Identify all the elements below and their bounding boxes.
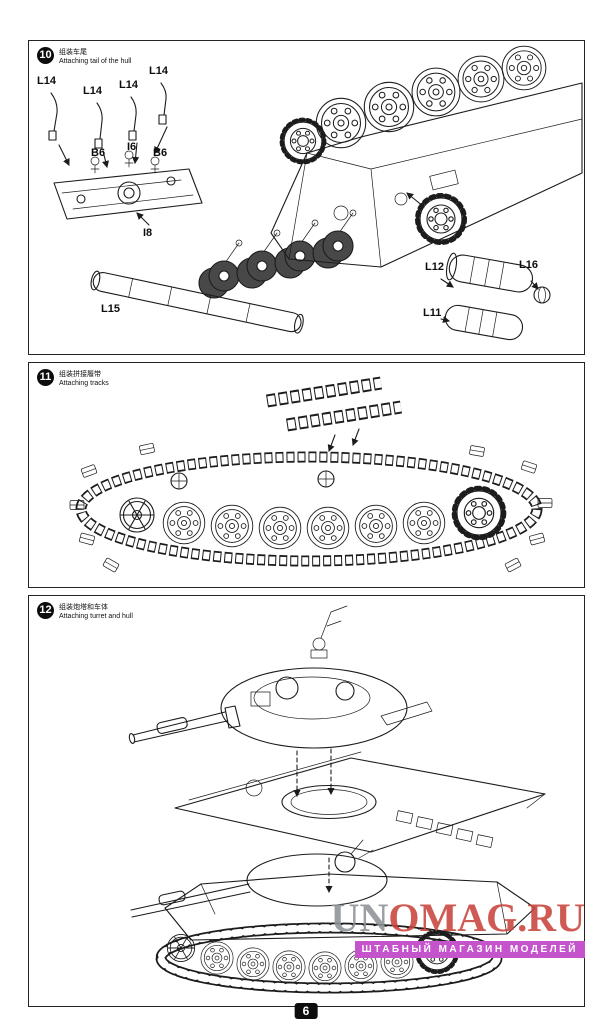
watermark-part-un: UN (330, 895, 389, 940)
step-11-header: 11 组装拼接履带 Attaching tracks (37, 369, 109, 388)
hull-rear-drawing (270, 45, 583, 268)
step-11-panel: 11 组装拼接履带 Attaching tracks (28, 362, 585, 588)
part-label-l15: L15 (101, 303, 120, 315)
watermark-subtitle: ШТАБНЫЙ МАГАЗИН МОДЕЛЕЙ (354, 941, 585, 958)
part-label-b6-2: B6 (153, 147, 168, 159)
step-12-panel: 12 组装炮塔和车体 Attaching turret and hull (28, 595, 585, 1007)
step-titles: 组装拼接履带 Attaching tracks (59, 369, 109, 388)
step-title-cn: 组装拼接履带 (59, 371, 101, 378)
fuel-drum-drawing (440, 252, 551, 341)
watermark-shield-o: O (388, 895, 420, 940)
watermark: UNOMAG.RU ШТАБНЫЙ МАГАЗИН МОДЕЛЕЙ (285, 898, 585, 958)
part-label-l12: L12 (425, 261, 444, 273)
part-label-l14-1: L14 (37, 75, 56, 87)
turret-drawing (128, 667, 433, 798)
rear-plate-i8-drawing (53, 168, 203, 226)
loose-links-drawing (69, 442, 553, 573)
watermark-title: UNOMAG.RU (285, 898, 585, 938)
track-ring-drawing (75, 451, 543, 567)
step-number-badge: 10 (37, 47, 54, 64)
track-strips-drawing (265, 376, 403, 453)
roadwheel-pairs-drawing (198, 209, 357, 299)
step-title-en: Attaching tail of the hull (59, 58, 132, 65)
step-title-en: Attaching turret and hull (59, 613, 133, 620)
step-10-illustration (48, 45, 583, 341)
small-parts-b6-i6-drawing (90, 150, 160, 174)
part-label-l14-3: L14 (119, 79, 138, 91)
part-label-b6-1: B6 (91, 147, 106, 159)
step-titles: 组装车尾 Attaching tail of the hull (59, 47, 131, 66)
watermark-part-magru: MAG.RU (419, 895, 585, 940)
part-label-l14-2: L14 (83, 85, 102, 97)
part-label-l11: L11 (423, 307, 442, 319)
step-12-illustration (128, 605, 546, 994)
step-11-illustration (69, 376, 553, 573)
part-label-i6: I6 (127, 141, 137, 153)
running-gear-drawing (119, 470, 504, 550)
page-number: 6 (294, 1003, 318, 1019)
unditching-log-drawing (90, 270, 304, 334)
step-number-badge: 11 (37, 369, 54, 386)
step-title-en: Attaching tracks (59, 380, 109, 387)
antenna-parts-drawing (48, 82, 168, 169)
step-10-header: 10 组装车尾 Attaching tail of the hull (37, 47, 131, 66)
step-titles: 组装炮塔和车体 Attaching turret and hull (59, 602, 133, 621)
step-title-cn: 组装炮塔和车体 (59, 604, 108, 611)
assembled-tank-drawing (130, 839, 536, 994)
part-label-i8: I8 (143, 227, 153, 239)
step-title-cn: 组装车尾 (59, 49, 87, 56)
step-number-badge: 12 (37, 602, 54, 619)
aa-machinegun-drawing (310, 605, 348, 659)
part-label-l14-4: L14 (149, 65, 168, 77)
step-10-panel: 10 组装车尾 Attaching tail of the hull L14 L… (28, 40, 585, 355)
hull-top-drawing (174, 751, 546, 894)
part-label-l16: L16 (519, 259, 538, 271)
step-12-header: 12 组装炮塔和车体 Attaching turret and hull (37, 602, 133, 621)
